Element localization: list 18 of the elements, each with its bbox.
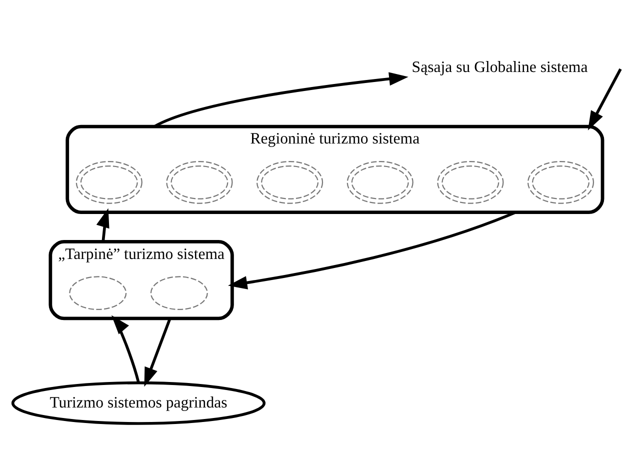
- arrow: [96, 208, 110, 242]
- node-ellipse: [527, 160, 594, 204]
- arrow: [588, 68, 622, 130]
- node-ellipse: Turizmo sistemos pagrindas: [11, 381, 266, 425]
- node-ellipse: [150, 276, 208, 310]
- node-ellipse: [166, 160, 233, 204]
- node-text: Sąsaja su Globaline sistema: [412, 59, 588, 76]
- cluster: Regioninė turizmo sistema: [66, 124, 604, 214]
- cluster: „Tarpinė” turizmo sistema: [48, 240, 234, 320]
- arrow: [154, 72, 408, 128]
- node-ellipse: [256, 160, 324, 204]
- arrow: [111, 315, 140, 384]
- node-ellipse: [76, 160, 142, 204]
- node-ellipse: [346, 160, 414, 204]
- arrow: [228, 211, 516, 290]
- node-ellipse: [437, 160, 504, 204]
- node-ellipse: [69, 276, 127, 310]
- arrow: [144, 318, 172, 387]
